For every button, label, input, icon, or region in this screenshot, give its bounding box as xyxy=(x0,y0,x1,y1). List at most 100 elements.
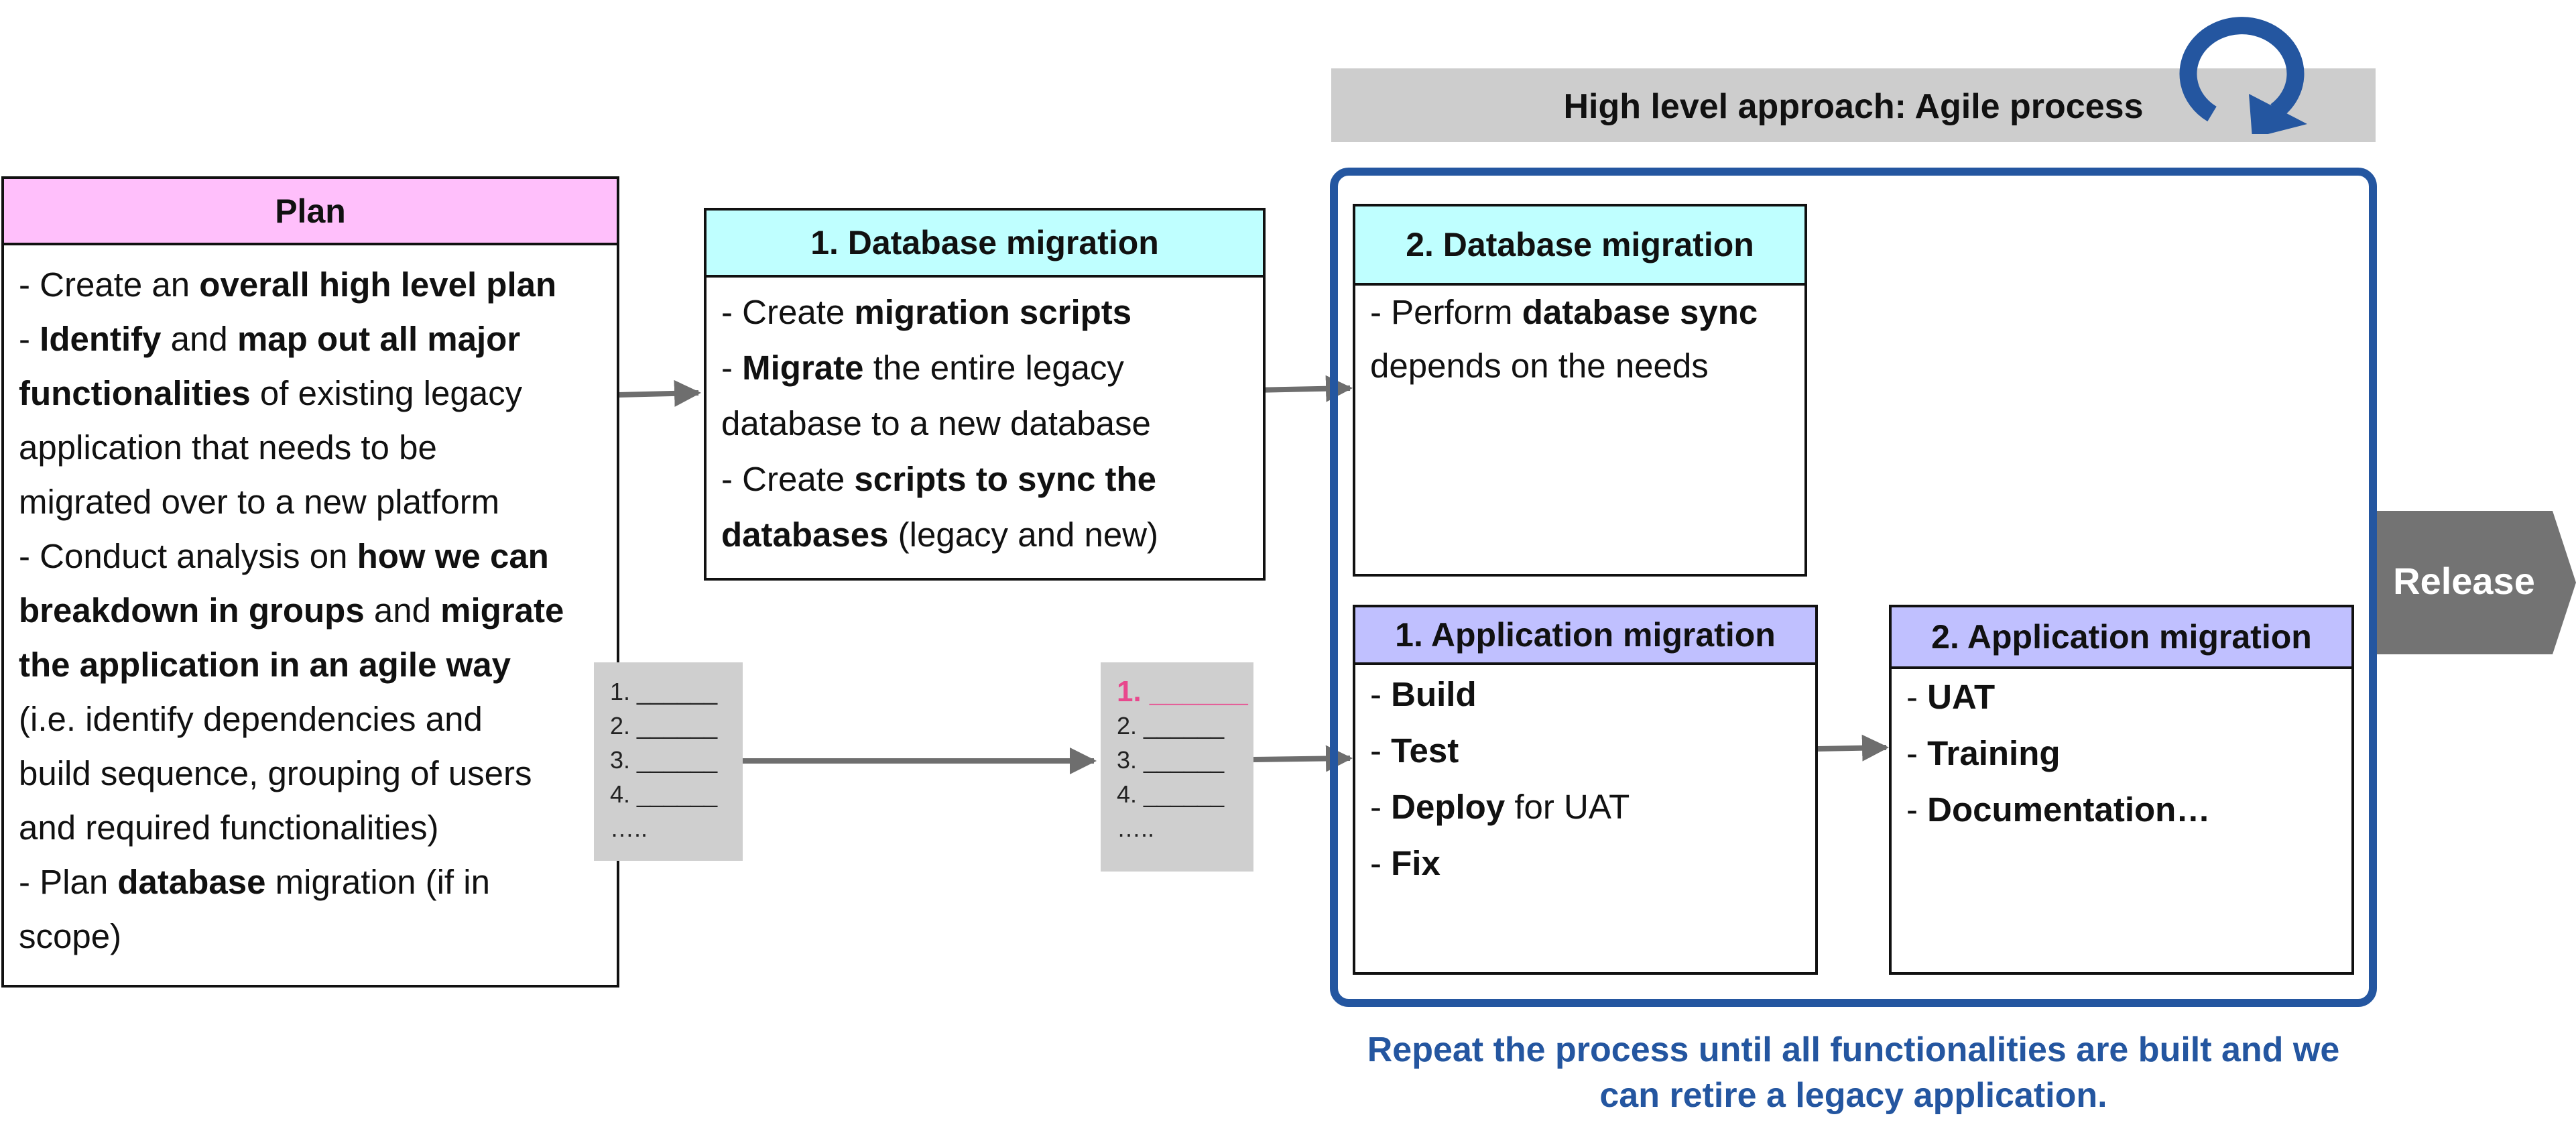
db1-text-segment: the entire legacy xyxy=(863,349,1124,387)
list-item: 1. ______ xyxy=(1117,675,1248,708)
db2-text-segment: database sync xyxy=(1522,293,1758,331)
list-item: ….. xyxy=(610,815,648,842)
app1-text-segment: - xyxy=(1370,675,1392,713)
list-item: 3. ______ xyxy=(1117,746,1225,774)
list-item: 3. ______ xyxy=(610,746,718,774)
plan-text-segment: - Plan xyxy=(19,863,118,901)
plan-text-segment: and xyxy=(364,591,441,630)
plan-title: Plan xyxy=(275,192,346,230)
db2-line: depends on the needs xyxy=(1370,339,1790,393)
db-migration-2-box: 2. Database migration - Perform database… xyxy=(1353,204,1807,577)
app1-line: - Deploy for UAT xyxy=(1370,779,1800,835)
plan-line: (i.e. identify dependencies and xyxy=(19,692,602,746)
refresh-loop-icon xyxy=(2179,17,2307,134)
db-migration-2-title: 2. Database migration xyxy=(1406,226,1754,263)
list-item: 1. ______ xyxy=(610,678,718,705)
plan-line: functionalities of existing legacy xyxy=(19,366,602,420)
app2-text-segment: - xyxy=(1906,790,1928,829)
arrow-app1-to-app2 xyxy=(1817,734,1889,762)
group-list-card-left: 1. ______ 2. ______ 3. ______ 4. ______ ….. xyxy=(594,662,743,861)
db1-text-segment: - Create xyxy=(721,460,855,498)
plan-text-segment: migrated over to a new platform xyxy=(19,483,500,521)
plan-text-segment: breakdown in groups xyxy=(19,591,365,630)
plan-line: breakdown in groups and migrate xyxy=(19,583,602,638)
repeat-process-note-line2: can retire a legacy application. xyxy=(1599,1076,2107,1115)
plan-text-segment: database xyxy=(117,863,266,901)
db1-text-segment: databases xyxy=(721,516,889,554)
agile-process-frame xyxy=(1330,168,2377,1007)
db-migration-1-title: 1. Database migration xyxy=(810,224,1159,261)
app1-text-segment: for UAT xyxy=(1505,788,1630,826)
plan-text-segment: and xyxy=(161,320,237,358)
app2-line: - UAT xyxy=(1906,669,2337,725)
app2-line: - Documentation… xyxy=(1906,782,2337,838)
plan-line: application that needs to be xyxy=(19,420,602,475)
app-migration-1-title: 1. Application migration xyxy=(1395,616,1776,654)
app2-line: - Training xyxy=(1906,725,2337,782)
plan-line: the application in an agile way xyxy=(19,638,602,692)
plan-body: - Create an overall high level plan- Ide… xyxy=(4,245,617,975)
plan-text-segment: map out all major xyxy=(237,320,521,358)
release-chevron xyxy=(2377,511,2576,654)
list-item: 2. ______ xyxy=(1117,712,1225,739)
app1-text-segment: - xyxy=(1370,731,1392,770)
db2-text-segment: depends on the needs xyxy=(1370,347,1709,385)
db-migration-2-body: - Perform database sync depends on the ne… xyxy=(1355,286,1804,393)
plan-text-segment: - xyxy=(19,320,40,358)
repeat-process-note: Repeat the process until all functionali… xyxy=(1274,1027,2433,1118)
plan-text-segment: migration (if in xyxy=(265,863,490,901)
db1-line: - Create scripts to sync the xyxy=(721,451,1248,507)
app2-text-segment: - xyxy=(1906,678,1928,716)
app-migration-2-box: 2. Application migration - UAT- Training… xyxy=(1889,605,2354,975)
app1-line: - Test xyxy=(1370,723,1800,779)
app-migration-1-header: 1. Application migration xyxy=(1355,607,1815,665)
app1-text-segment: Deploy xyxy=(1391,788,1506,826)
plan-line: - Identify and map out all major xyxy=(19,312,602,366)
db1-text-segment: (legacy and new) xyxy=(888,516,1159,554)
list-item: 4. ______ xyxy=(610,780,718,808)
group-list-card-right: 1. ______ 2. ______ 3. ______ 4. ______ ….. xyxy=(1101,662,1253,872)
app-migration-1-body: - Build- Test- Deploy for UAT- Fix xyxy=(1355,665,1815,893)
plan-header: Plan xyxy=(4,179,617,245)
plan-text-segment: (i.e. identify dependencies and xyxy=(19,700,483,738)
db1-line: - Create migration scripts xyxy=(721,284,1248,340)
db-migration-1-body: - Create migration scripts- Migrate the … xyxy=(707,278,1263,569)
db1-text-segment: scripts to sync the xyxy=(854,460,1157,498)
app-migration-2-body: - UAT- Training- Documentation… xyxy=(1892,669,2351,838)
db1-text-segment: database to a new database xyxy=(721,404,1151,442)
db1-line: databases (legacy and new) xyxy=(721,507,1248,562)
plan-text-segment: migrate xyxy=(440,591,564,630)
db-migration-1-box: 1. Database migration - Create migration… xyxy=(704,208,1266,581)
plan-text-segment: of existing legacy xyxy=(250,374,523,412)
db-migration-2-header: 2. Database migration xyxy=(1355,206,1804,286)
app1-line: - Fix xyxy=(1370,835,1800,892)
plan-line: scope) xyxy=(19,909,602,963)
plan-text-segment: scope) xyxy=(19,917,122,955)
app2-text-segment: Documentation… xyxy=(1927,790,2211,829)
list-item: ….. xyxy=(1117,815,1155,842)
db1-text-segment: - Create xyxy=(721,293,855,331)
arrow-plan-to-db1 xyxy=(617,379,701,407)
plan-text-segment: - Create an xyxy=(19,265,200,304)
db2-line: - Perform database sync xyxy=(1370,286,1790,339)
app1-line: - Build xyxy=(1370,666,1800,723)
db1-line: database to a new database xyxy=(721,396,1248,451)
plan-line: build sequence, grouping of users xyxy=(19,746,602,800)
app2-text-segment: Training xyxy=(1927,734,2061,772)
app1-text-segment: - xyxy=(1370,844,1392,882)
db1-text-segment: Migrate xyxy=(742,349,864,387)
app1-text-segment: - xyxy=(1370,788,1392,826)
list-item: 2. ______ xyxy=(610,712,718,739)
app2-text-segment: UAT xyxy=(1927,678,1996,716)
plan-text-segment: functionalities xyxy=(19,374,251,412)
db1-text-segment: migration scripts xyxy=(854,293,1132,331)
app-migration-2-title: 2. Application migration xyxy=(1931,618,2312,656)
plan-text-segment: Identify xyxy=(40,320,162,358)
list-item: 4. ______ xyxy=(1117,780,1225,808)
plan-line: migrated over to a new platform xyxy=(19,475,602,529)
plan-text-segment: build sequence, grouping of users xyxy=(19,754,532,792)
plan-line: - Plan database migration (if in xyxy=(19,855,602,909)
app1-text-segment: Test xyxy=(1391,731,1459,770)
app1-text-segment: Fix xyxy=(1391,844,1440,882)
release-label: Release xyxy=(2393,560,2535,602)
